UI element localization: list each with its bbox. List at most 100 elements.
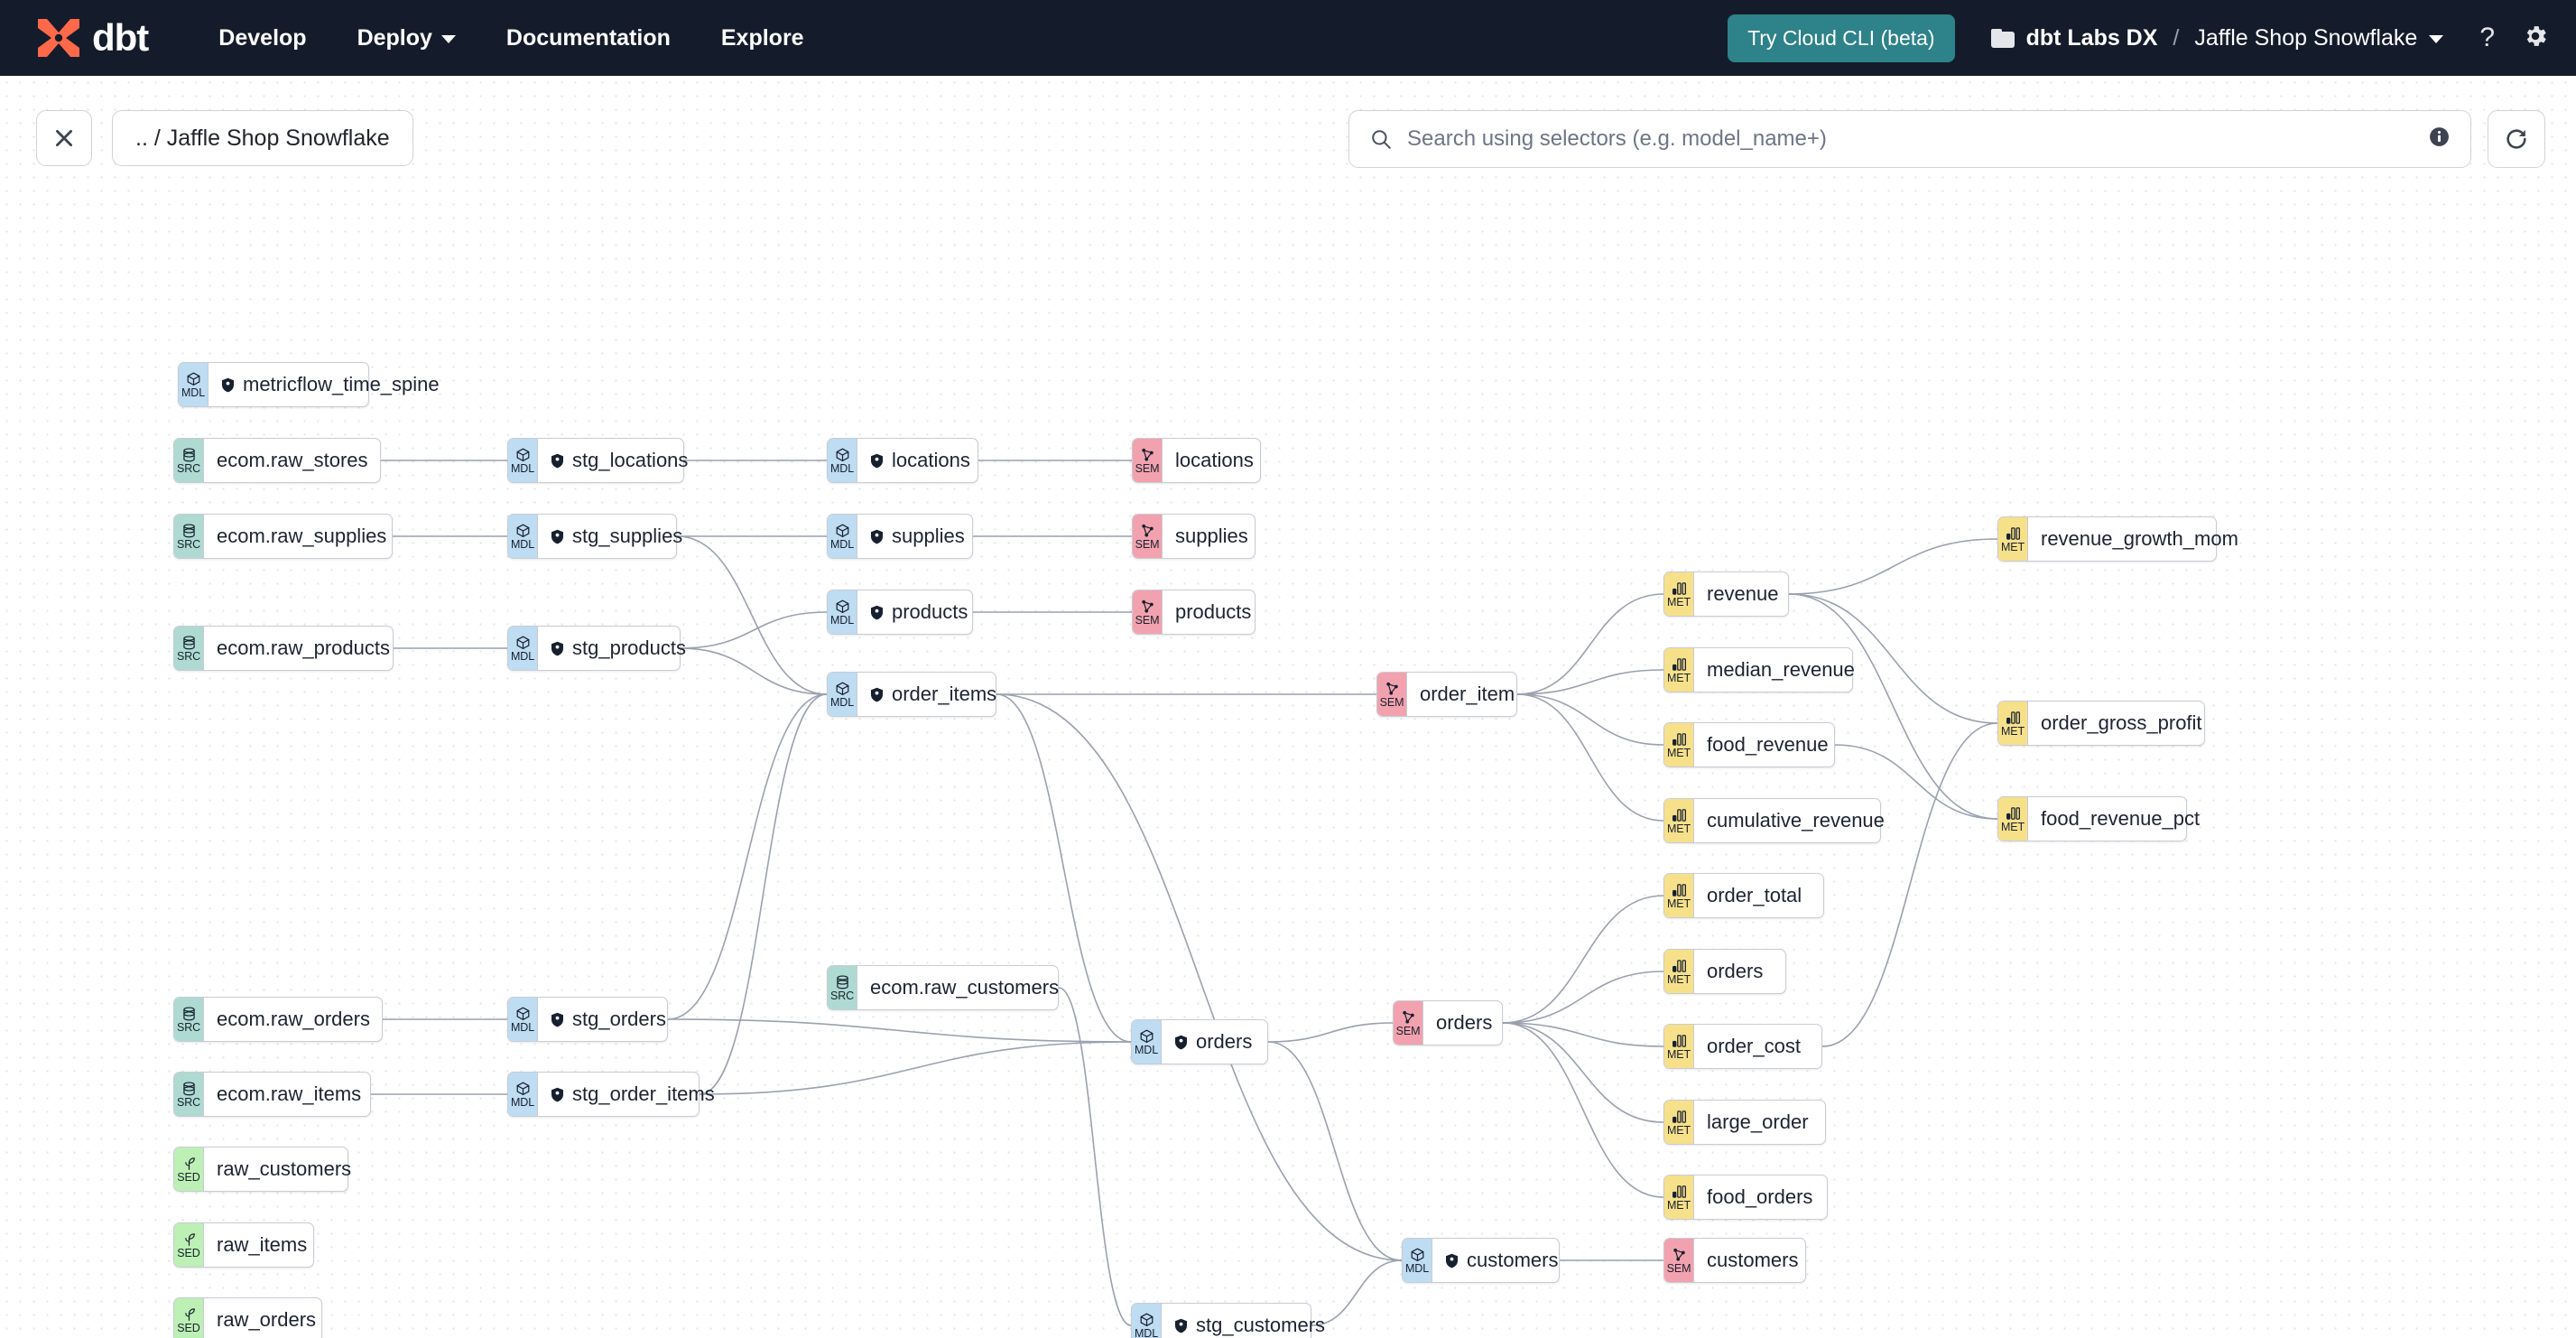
node-type-label: MDL: [510, 538, 535, 551]
node-type-label: MDL: [510, 462, 535, 475]
node-type-badge-mdl: MDL: [508, 439, 538, 482]
node-type-badge-src: SRC: [828, 966, 857, 1009]
try-cloud-cli-button[interactable]: Try Cloud CLI (beta): [1728, 14, 1955, 62]
account-breadcrumb[interactable]: dbt Labs DX / Jaffle Shop Snowflake: [1990, 25, 2444, 51]
shield-icon: [551, 529, 564, 544]
close-button[interactable]: [36, 110, 92, 166]
node-name-text: metricflow_time_spine: [243, 373, 440, 395]
node-label: orders: [1423, 1001, 1506, 1045]
node-type-badge-met: MET: [1998, 797, 2028, 841]
graph-edge: [1516, 693, 1664, 822]
src-icon: [181, 634, 198, 651]
refresh-button[interactable]: [2488, 110, 2545, 168]
node-label: median_revenue: [1694, 648, 1869, 692]
node-name-text: orders: [1436, 1011, 1493, 1034]
graph-edge: [1834, 744, 1998, 820]
mdl-icon: [514, 634, 532, 651]
node-label: order_cost: [1694, 1025, 1815, 1068]
nav-documentation[interactable]: Documentation: [506, 25, 671, 51]
node-name-text: order_total: [1707, 884, 1802, 906]
nav-develop[interactable]: Develop: [218, 25, 306, 51]
graph-edge: [1058, 987, 1132, 1326]
node-label: customers: [1694, 1239, 1812, 1282]
node-name-text: order_items: [892, 683, 997, 705]
nav-explore[interactable]: Explore: [721, 25, 804, 51]
gear-icon[interactable]: [2522, 23, 2549, 54]
dbt-logo[interactable]: dbt: [32, 15, 149, 60]
search-input[interactable]: Search using selectors (e.g. model_name+…: [1348, 110, 2471, 168]
node-label: ecom.raw_supplies: [204, 515, 401, 558]
node-label: cumulative_revenue: [1694, 799, 1899, 842]
breadcrumb[interactable]: .. / Jaffle Shop Snowflake: [112, 110, 413, 166]
shield-icon: [551, 641, 564, 656]
met-icon: [1671, 1032, 1688, 1049]
info-icon[interactable]: [2428, 125, 2451, 153]
node-type-badge-mdl: MDL: [508, 515, 538, 558]
node-type-label: MET: [1666, 1124, 1691, 1137]
graph-edge: [699, 693, 828, 1095]
met-icon: [1671, 957, 1688, 974]
node-label: ecom.raw_orders: [204, 998, 385, 1041]
graph-node-sem_order_item[interactable]: SEM order_item: [1376, 672, 1517, 717]
node-type-badge-mdl: MDL: [1132, 1020, 1162, 1064]
nav-deploy[interactable]: Deploy: [357, 25, 456, 51]
graph-edge: [1516, 593, 1664, 695]
graph-node-sem_orders[interactable]: SEM orders: [1393, 1000, 1503, 1045]
node-label: orders: [1162, 1020, 1266, 1064]
node-name-text: raw_orders: [217, 1308, 317, 1331]
node-label: metricflow_time_spine: [208, 363, 454, 406]
mdl-icon: [834, 446, 851, 463]
node-type-label: MET: [1666, 1048, 1691, 1061]
node-type-label: MET: [2000, 541, 2025, 553]
node-name-text: products: [892, 600, 968, 623]
node-label: raw_items: [204, 1223, 321, 1267]
graph-edge: [1267, 1041, 1403, 1261]
node-type-badge-sem: SEM: [1377, 673, 1407, 716]
node-name-text: order_item: [1420, 683, 1515, 705]
help-icon[interactable]: ?: [2479, 23, 2495, 52]
graph-edge: [1502, 971, 1664, 1024]
node-type-badge-sed: SED: [174, 1223, 204, 1267]
graph-toolbar: [0, 76, 2576, 152]
node-type-label: SEM: [1395, 1025, 1421, 1037]
